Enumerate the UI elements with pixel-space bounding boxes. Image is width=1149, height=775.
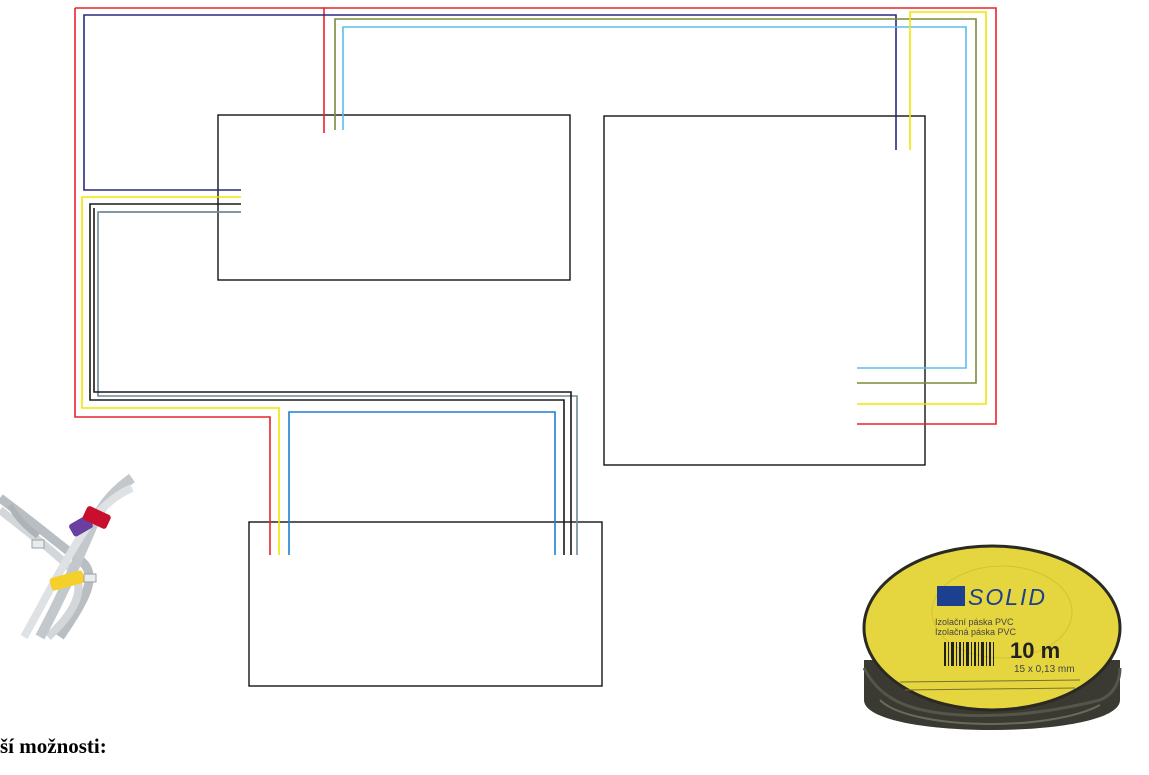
tape-line-1: Izolační páska PVC — [935, 617, 1014, 627]
cable-ties-photo — [0, 478, 132, 637]
cable-gray — [98, 212, 577, 555]
insulation-tape-photo: SOLID Izolační páska PVC Izolačná páska … — [864, 546, 1120, 730]
cable-black-2 — [94, 208, 571, 555]
tape-brand: SOLID — [968, 584, 1047, 610]
cable-blue — [289, 412, 555, 555]
cable-black — [90, 204, 564, 555]
box-right — [604, 116, 925, 465]
tape-line-2: Izolačná páska PVC — [935, 627, 1017, 637]
box-top-left — [218, 115, 570, 280]
cable-red-left — [75, 8, 270, 555]
tape-length: 10 m — [1010, 638, 1060, 663]
barcode-icon — [944, 642, 994, 666]
tape-size: 15 x 0,13 mm — [1014, 664, 1075, 675]
cable-green — [335, 19, 976, 383]
section-caption: ší možnosti: — [0, 734, 107, 759]
cable-navy — [84, 15, 896, 190]
box-bottom — [249, 522, 602, 686]
cable-cyan — [343, 27, 966, 368]
